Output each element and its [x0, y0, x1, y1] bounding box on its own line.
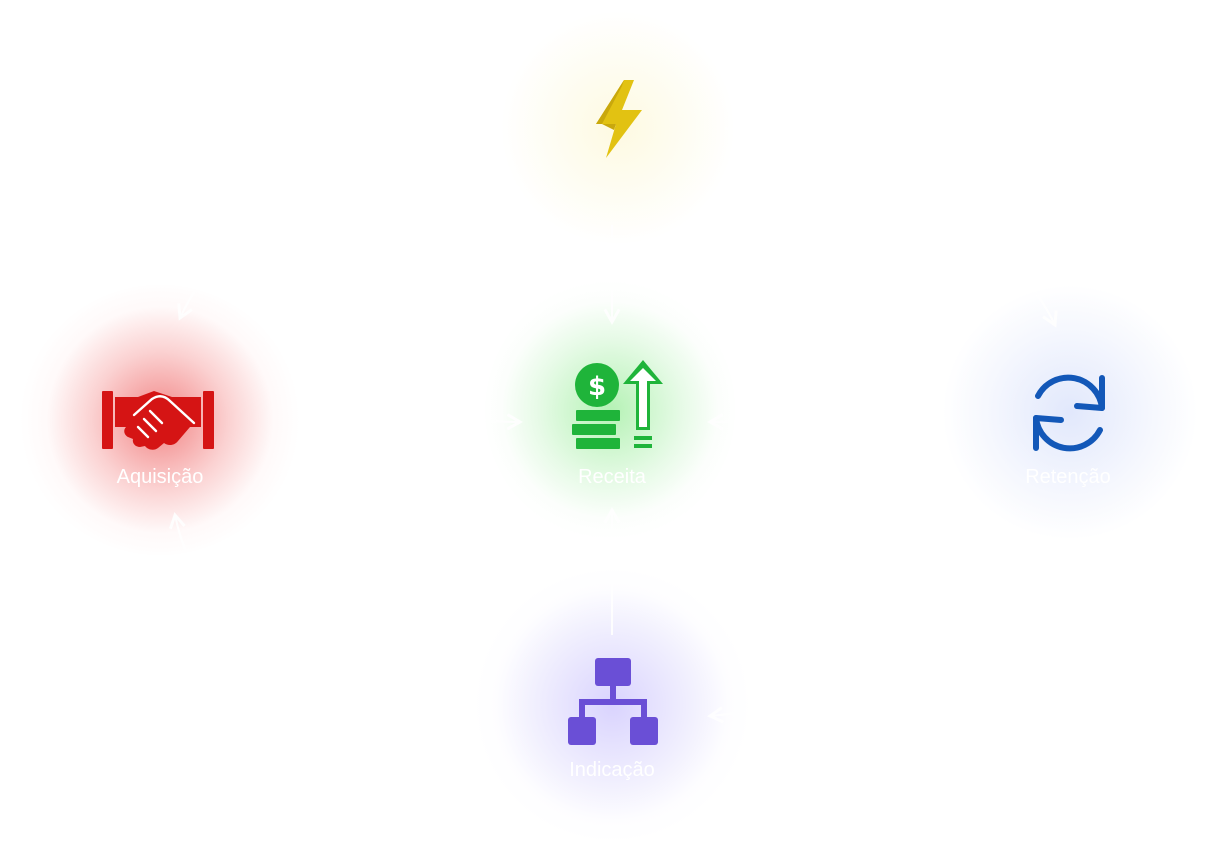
- retention-label: Retenção: [1025, 466, 1111, 488]
- handshake-icon: [102, 391, 214, 450]
- edge-energy-retention: [724, 127, 1058, 328]
- edge-energy-acquisition: [177, 127, 501, 321]
- referral-label: Indicação: [569, 759, 655, 781]
- revenue-label: Receita: [578, 466, 646, 488]
- edge-retention-referral: [707, 534, 1051, 724]
- edge-referral-acquisition: [169, 512, 481, 716]
- edge-retention-revenue: [707, 413, 951, 431]
- money-growth-icon: $: [572, 360, 663, 449]
- hierarchy-icon: [568, 658, 658, 745]
- svg-text:$: $: [588, 372, 606, 402]
- edge-acquisition-revenue: [299, 413, 523, 431]
- lightning-icon: [596, 80, 642, 158]
- acquisition-label: Aquisição: [116, 466, 204, 488]
- refresh-icon: [1033, 374, 1105, 452]
